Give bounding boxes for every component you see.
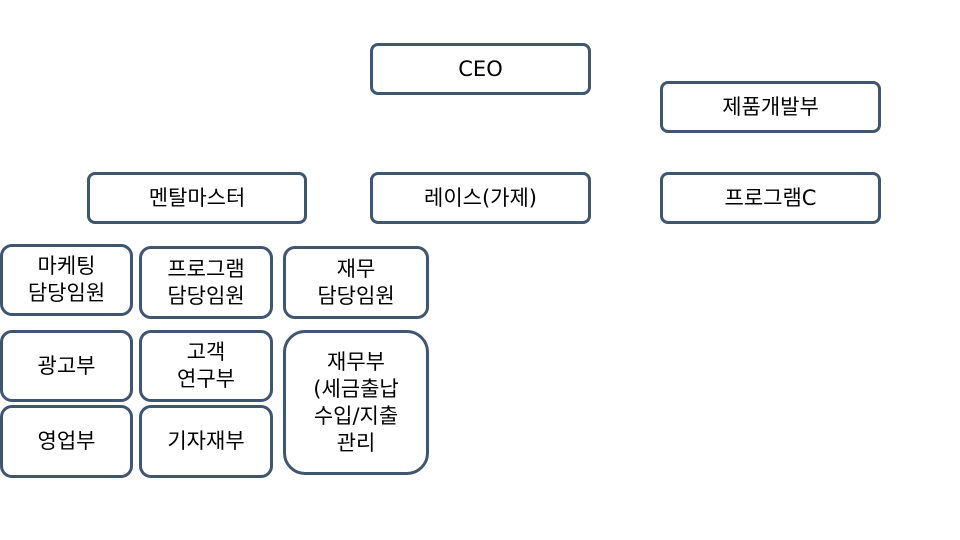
finance-executive-box: 재무 담당임원 [283,246,429,319]
program-c-box: 프로그램C [660,172,881,224]
equipment-dept-box: 기자재부 [139,405,273,478]
advertising-dept-box: 광고부 [0,330,133,402]
program-executive-box: 프로그램 담당임원 [139,246,273,319]
marketing-executive-box: 마케팅 담당임원 [0,244,133,316]
lace-box: 레이스(가제) [370,172,591,224]
mental-master-box: 멘탈마스터 [87,172,307,224]
sales-dept-box: 영업부 [0,405,133,478]
customer-research-dept-box: 고객 연구부 [139,330,273,402]
product-development-box: 제품개발부 [660,81,881,133]
finance-dept-box: 재무부 (세금출납 수입/지출 관리 [283,330,429,475]
ceo-box: CEO [370,43,591,95]
